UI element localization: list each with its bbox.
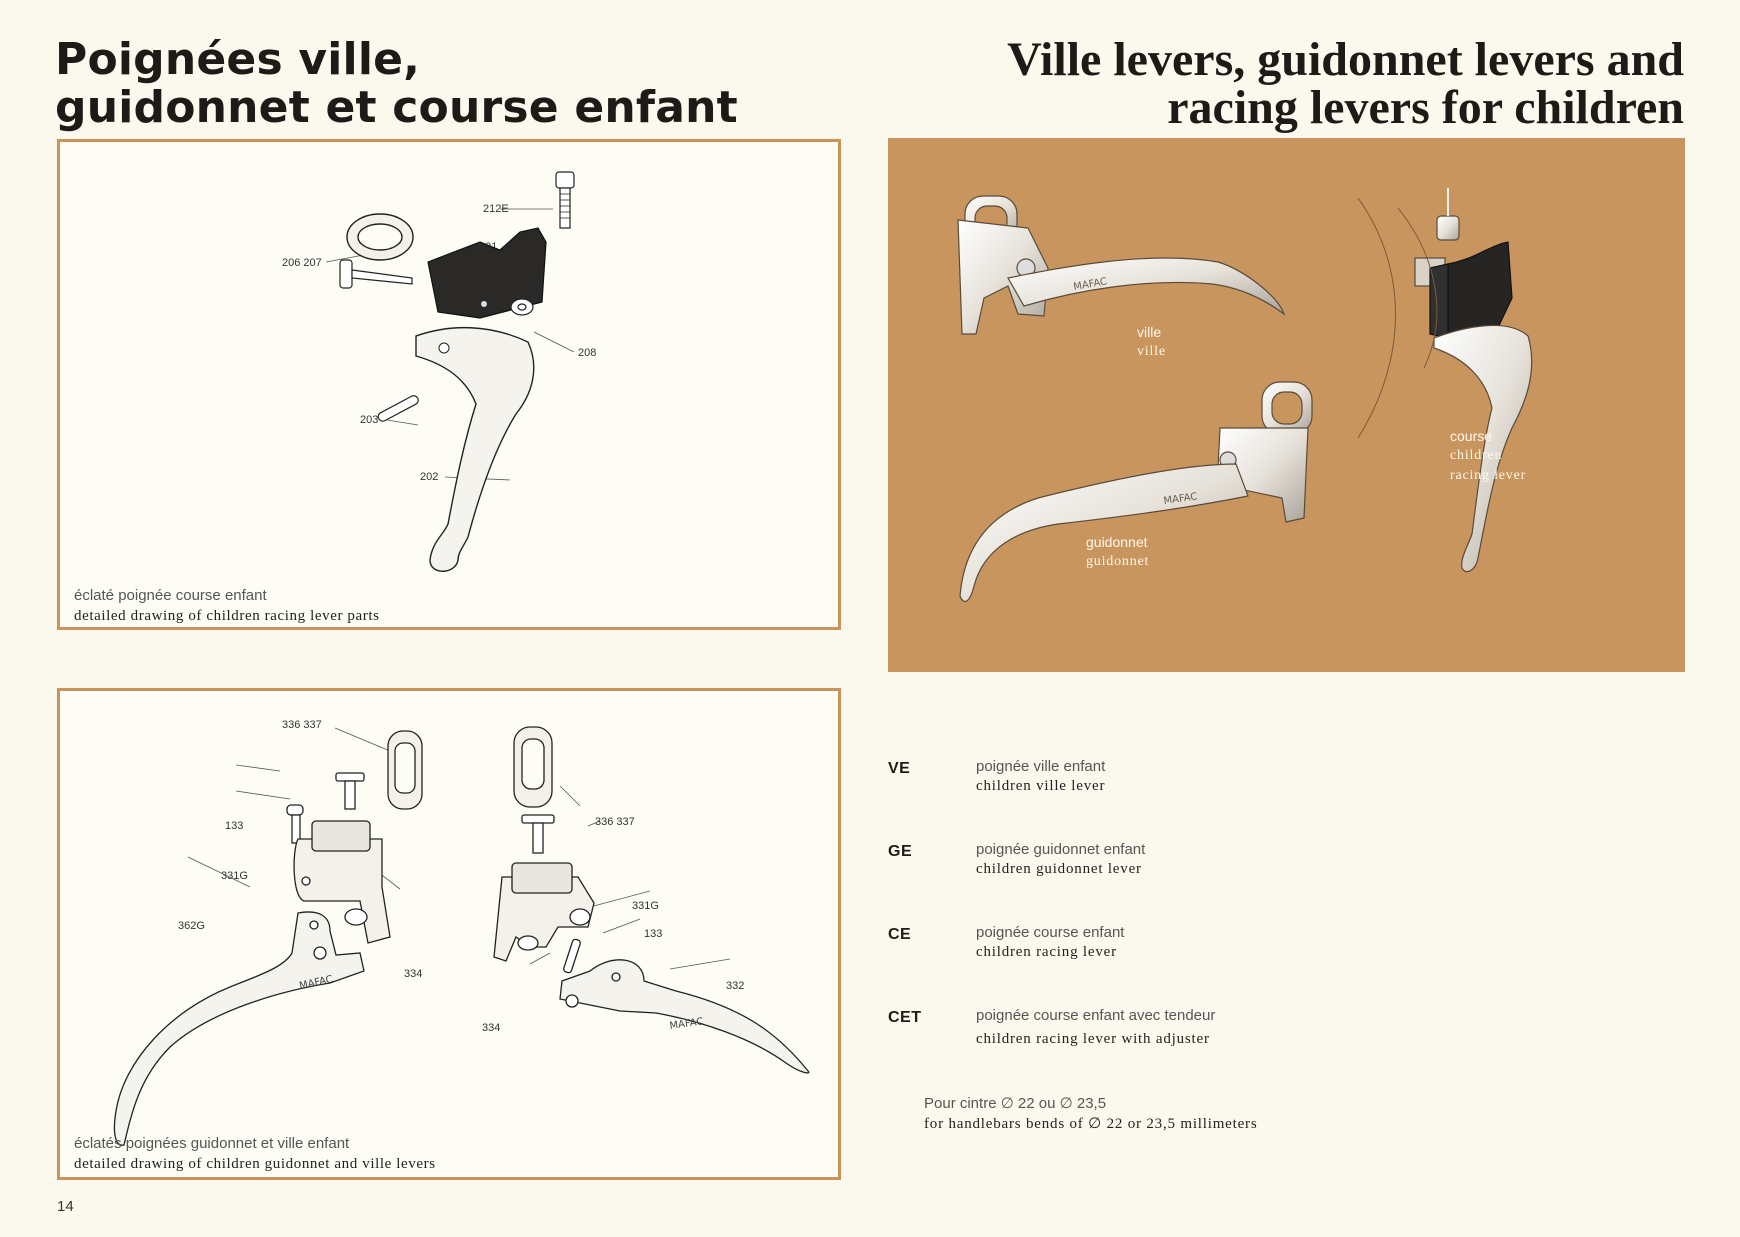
mafac-mark-guidonnet: MAFAC [1163,491,1198,507]
part-334-right-label: 334 [482,1022,500,1034]
clamp-part [346,213,414,261]
title-fr-line1: Poignées ville, [55,34,421,85]
lever-body-part [427,227,547,319]
page-number: 14 [57,1198,74,1215]
exploded-racing-lever-figure: 212E 201 206 207 208 203 202 [57,139,841,630]
part-336-337-left-label: 336 337 [282,719,322,731]
model-desc-en: children ville lever [976,778,1106,794]
part-334-left-label: 334 [404,968,422,980]
model-code: VE [888,760,911,777]
model-desc-en: children racing lever [976,944,1117,960]
model-desc-fr: poignée guidonnet enfant [976,841,1146,858]
course-label-en1: children [1450,448,1503,463]
course-label-en2: racing lever [1450,468,1527,483]
lever-blade-part [415,326,535,572]
part-331g-left-label: 331G [221,870,248,882]
course-label: course children racing lever [1450,426,1526,486]
model-desc-en: children racing lever with adjuster [976,1031,1210,1047]
guidonnet-ville-parts-drawing: 336 337 133 331G 362G 334 336 337 331G 1… [113,719,810,1146]
ville-label: ville ville [1137,322,1166,362]
handlebar-note-en: for handlebars bends of ∅ 22 or 23,5 mil… [924,1116,1258,1132]
title-en-line2: racing levers for children [1167,81,1684,134]
part-332-label: 332 [726,980,744,992]
guidonnet-label: guidonnet guidonnet [1086,532,1149,572]
part-208-label: 208 [578,347,596,359]
part-206-207-label: 206 207 [282,257,322,269]
figure1-caption-en: detailed drawing of children racing leve… [74,608,380,624]
exploded-guidonnet-ville-figure: 336 337 133 331G 362G 334 336 337 331G 1… [57,688,841,1180]
mafac-mark-right: MAFAC [669,1016,704,1032]
course-label-fr: course [1450,428,1493,444]
page-title-english: Ville levers, guidonnet levers and racin… [924,36,1684,132]
part-331g-right-label: 331G [632,900,659,912]
model-code: CE [888,926,912,943]
model-code: CET [888,1009,922,1026]
part-212e-label: 212E [483,203,509,215]
part-203-label: 203 [360,414,378,426]
model-desc-fr: poignée course enfant [976,924,1125,941]
levers-photo-panel: MAFAC MAFAC ville ville guidonnet guidon… [888,138,1685,672]
guidonnet-label-fr: guidonnet [1086,534,1148,550]
part-133-right-label: 133 [644,928,662,940]
figure2-caption: éclatés poignées guidonnet et ville enfa… [74,1134,436,1174]
page-title-french: Poignées ville, guidonnet et course enfa… [55,36,815,132]
model-desc-fr: poignée ville enfant [976,758,1106,775]
figure1-caption-fr: éclaté poignée course enfant [74,587,267,604]
handlebar-note: Pour cintre ∅ 22 ou ∅ 23,5 for handlebar… [924,1093,1258,1135]
racing-lever-parts-drawing: 212E 201 206 207 208 203 202 [282,171,596,572]
figure2-caption-en: detailed drawing of children guidonnet a… [74,1156,436,1172]
handlebar-note-fr: Pour cintre ∅ 22 ou ∅ 23,5 [924,1095,1107,1112]
model-desc-fr: poignée course enfant avec tendeur [976,1007,1216,1024]
model-desc-en: children guidonnet lever [976,861,1142,877]
guidonnet-label-en: guidonnet [1086,554,1150,569]
ville-label-fr: ville [1137,324,1162,340]
part-133-left-label: 133 [225,820,243,832]
levers-photo: MAFAC MAFAC [957,188,1533,603]
figure1-caption: éclaté poignée course enfant detailed dr… [74,586,380,626]
screw-part [555,171,575,229]
title-en-line1: Ville levers, guidonnet levers and [1007,33,1684,86]
title-fr-line2: guidonnet et course enfant [55,82,738,133]
part-362g-label: 362G [178,920,205,932]
figure2-caption-fr: éclatés poignées guidonnet et ville enfa… [74,1135,350,1152]
part-202-label: 202 [420,471,438,483]
t-bolt-part [339,259,413,289]
part-336-337-right-label: 336 337 [595,816,635,828]
ville-label-en: ville [1137,344,1166,359]
model-code: GE [888,843,913,860]
